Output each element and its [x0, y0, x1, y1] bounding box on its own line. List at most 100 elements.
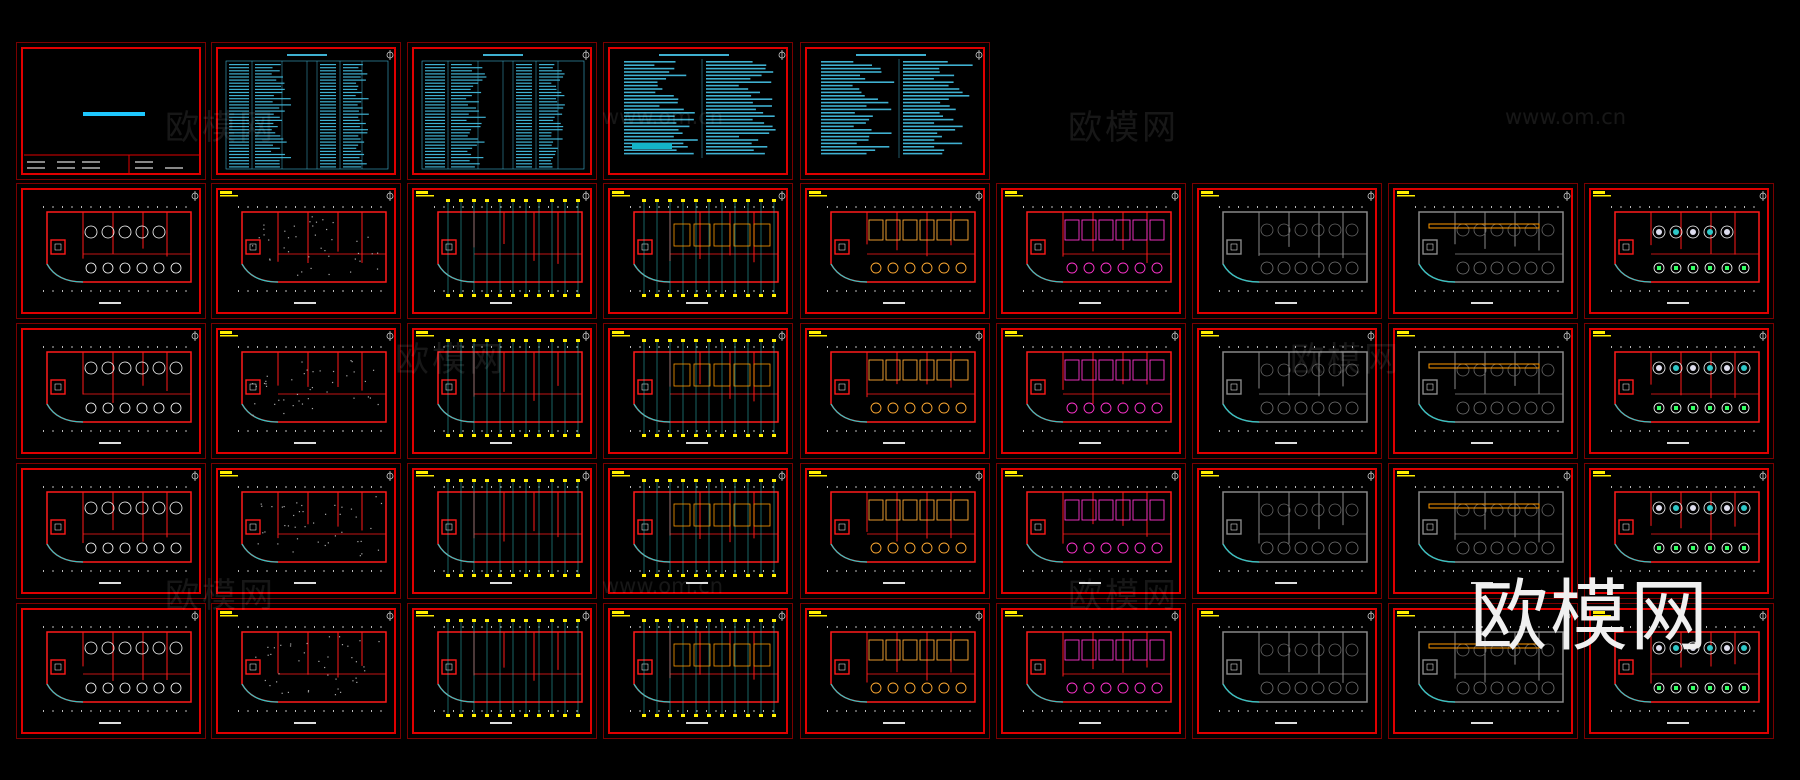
- plan-sheet-r4-c8[interactable]: [1388, 603, 1578, 739]
- sheet-border: [608, 608, 788, 734]
- sheet-border: [1001, 328, 1181, 454]
- plan-sheet-r2-c4[interactable]: [603, 323, 793, 459]
- plan-sheet-r4-c4[interactable]: [603, 603, 793, 739]
- plan-sheet-r4-c7[interactable]: [1192, 603, 1382, 739]
- watermark-brand: 欧模网: [165, 108, 276, 148]
- plan-sheet-r1-c4[interactable]: [603, 183, 793, 319]
- sheet-border: [1393, 468, 1573, 594]
- sheet-border: [1197, 468, 1377, 594]
- plan-sheet-r1-c7[interactable]: [1192, 183, 1382, 319]
- plan-sheet-r4-c2-drawing: [220, 611, 394, 724]
- plan-sheet-r3-c6[interactable]: [996, 463, 1186, 599]
- sheet-border: [412, 328, 592, 454]
- site-logo: 欧模网: [1470, 572, 1711, 662]
- sheet-border: [216, 188, 396, 314]
- plan-sheet-r2-c8-drawing: [1397, 331, 1571, 444]
- sheet-border: [1197, 328, 1377, 454]
- plan-sheet-r3-c1[interactable]: [16, 463, 206, 599]
- watermark-brand: 欧模网: [1068, 576, 1179, 616]
- sheet-border: [1001, 468, 1181, 594]
- watermark-brand: 欧模网: [1068, 108, 1179, 148]
- sheet-border: [1589, 328, 1769, 454]
- plan-sheet-r2-c5[interactable]: [800, 323, 990, 459]
- sheet-border: [608, 328, 788, 454]
- plan-sheet-r3-c7[interactable]: [1192, 463, 1382, 599]
- plan-sheet-r2-c2[interactable]: [211, 323, 401, 459]
- index-table-1-drawing: [225, 50, 394, 170]
- plan-sheet-r2-c3[interactable]: [407, 323, 597, 459]
- plan-sheet-r2-c8[interactable]: [1388, 323, 1578, 459]
- index-table-3-drawing: [624, 50, 786, 158]
- sheet-border: [805, 608, 985, 734]
- sheet-border: [1589, 188, 1769, 314]
- sheet-border: [1197, 188, 1377, 314]
- plan-sheet-r2-c9[interactable]: [1584, 323, 1774, 459]
- cover-sheet[interactable]: [16, 42, 206, 180]
- plan-sheet-r3-c8-drawing: [1397, 471, 1571, 584]
- plan-sheet-r1-c6-drawing: [1005, 191, 1179, 304]
- plan-sheet-r3-c8[interactable]: [1388, 463, 1578, 599]
- sheet-border: [608, 47, 788, 175]
- plan-sheet-r4-c9[interactable]: [1584, 603, 1774, 739]
- plan-sheet-r2-c7[interactable]: [1192, 323, 1382, 459]
- sheet-border: [216, 608, 396, 734]
- sheet-border: [21, 328, 201, 454]
- plan-sheet-r4-c6[interactable]: [996, 603, 1186, 739]
- cover-sheet-drawing: [24, 112, 200, 174]
- sheet-border: [21, 188, 201, 314]
- plan-sheet-r1-c2-drawing: [220, 191, 394, 304]
- sheet-border: [21, 468, 201, 594]
- sheet-border: [805, 468, 985, 594]
- plan-sheet-r3-c3[interactable]: [407, 463, 597, 599]
- index-table-1[interactable]: [211, 42, 401, 180]
- sheet-border: [21, 47, 201, 175]
- sheet-border: [21, 608, 201, 734]
- plan-sheet-r3-c7-drawing: [1201, 471, 1375, 584]
- plan-sheet-r2-c5-drawing: [809, 331, 983, 444]
- plan-sheet-r4-c2[interactable]: [211, 603, 401, 739]
- index-table-2[interactable]: [407, 42, 597, 180]
- plan-sheet-r1-c6[interactable]: [996, 183, 1186, 319]
- plan-sheet-r2-c6[interactable]: [996, 323, 1186, 459]
- plan-sheet-r4-c9-drawing: [1593, 611, 1767, 724]
- plan-sheet-r1-c1-drawing: [43, 191, 199, 304]
- plan-sheet-r1-c3-drawing: [416, 191, 590, 304]
- plan-sheet-r1-c4-drawing: [612, 191, 786, 304]
- plan-sheet-r1-c9[interactable]: [1584, 183, 1774, 319]
- plan-sheet-r1-c5[interactable]: [800, 183, 990, 319]
- sheet-border: [1589, 468, 1769, 594]
- plan-sheet-r4-c1-drawing: [43, 611, 199, 724]
- plan-sheet-r3-c3-drawing: [416, 471, 590, 584]
- plan-sheet-r1-c1[interactable]: [16, 183, 206, 319]
- plan-sheet-r1-c8[interactable]: [1388, 183, 1578, 319]
- sheet-border: [412, 47, 592, 175]
- plan-sheet-r4-c4-drawing: [612, 611, 786, 724]
- plan-sheet-r4-c1[interactable]: [16, 603, 206, 739]
- sheet-border: [1001, 188, 1181, 314]
- plan-sheet-r1-c3[interactable]: [407, 183, 597, 319]
- plan-sheet-r3-c4[interactable]: [603, 463, 793, 599]
- plan-sheet-r2-c1[interactable]: [16, 323, 206, 459]
- plan-sheet-r2-c3-drawing: [416, 331, 590, 444]
- watermark-brand: 欧模网: [1290, 340, 1401, 380]
- plan-sheet-r1-c7-drawing: [1201, 191, 1375, 304]
- plan-sheet-r3-c2[interactable]: [211, 463, 401, 599]
- plan-sheet-r3-c9[interactable]: [1584, 463, 1774, 599]
- plan-sheet-r3-c5[interactable]: [800, 463, 990, 599]
- plan-sheet-r3-c9-drawing: [1593, 471, 1767, 584]
- plan-sheet-r1-c2[interactable]: [211, 183, 401, 319]
- index-table-4-drawing: [821, 50, 983, 158]
- plan-sheet-r4-c3[interactable]: [407, 603, 597, 739]
- sheet-border: [1393, 608, 1573, 734]
- sheet-border: [805, 188, 985, 314]
- index-table-4[interactable]: [800, 42, 990, 180]
- sheet-border: [608, 188, 788, 314]
- sheet-border: [216, 328, 396, 454]
- sheet-border: [216, 468, 396, 594]
- index-table-3[interactable]: [603, 42, 793, 180]
- plan-sheet-r2-c7-drawing: [1201, 331, 1375, 444]
- sheet-border: [216, 47, 396, 175]
- plan-sheet-r2-c4-drawing: [612, 331, 786, 444]
- plan-sheet-r2-c1-drawing: [43, 331, 199, 444]
- plan-sheet-r4-c5[interactable]: [800, 603, 990, 739]
